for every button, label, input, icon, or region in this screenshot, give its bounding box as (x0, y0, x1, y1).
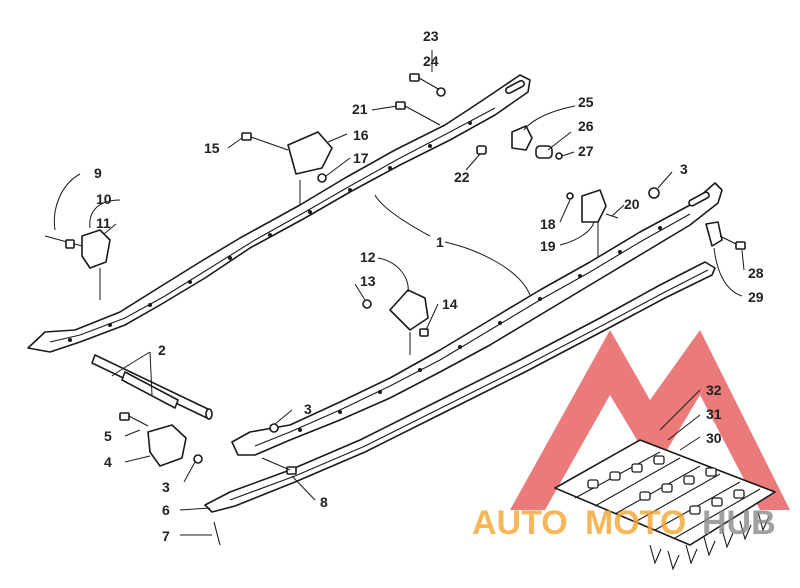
callout-13: 13 (360, 273, 376, 289)
cross-shafts (91, 354, 213, 420)
callout-32: 32 (706, 382, 722, 398)
wordmark-hub: HUB (702, 504, 776, 542)
callout-labels: 1 2 3 3 3 4 5 6 7 8 9 10 11 12 13 14 15 … (94, 28, 764, 544)
callout-16: 16 (353, 127, 369, 143)
callout-18: 18 (540, 216, 556, 232)
callout-5: 5 (104, 428, 112, 444)
callout-3c: 3 (162, 479, 170, 495)
callout-17: 17 (353, 150, 369, 166)
hyfax-wear-strip (204, 261, 716, 513)
callout-24: 24 (423, 53, 439, 69)
callout-3b: 3 (304, 401, 312, 417)
callout-30: 30 (706, 430, 722, 446)
automotohub-wordmark: AUTO MOTO HUB (472, 504, 776, 542)
callout-9: 9 (94, 165, 102, 181)
callout-26: 26 (578, 118, 594, 134)
lower-slide-rail (231, 182, 723, 456)
callout-8: 8 (320, 494, 328, 510)
logo-mountain-left (510, 330, 790, 510)
callout-10: 10 (96, 191, 112, 207)
callout-29: 29 (748, 289, 764, 305)
leader-lines (53, 50, 745, 536)
callout-22: 22 (454, 169, 470, 185)
callout-4: 4 (104, 454, 112, 470)
hardware-parts (44, 73, 746, 546)
callout-19: 19 (540, 238, 556, 254)
wordmark-auto: AUTO (472, 504, 568, 542)
callout-6: 6 (162, 502, 170, 518)
callout-21: 21 (352, 101, 368, 117)
callout-3a: 3 (680, 161, 688, 177)
callout-7: 7 (162, 528, 170, 544)
track-cleats (587, 455, 745, 515)
callout-27: 27 (578, 143, 594, 159)
track-lugs (649, 511, 770, 571)
wordmark-moto: MOTO (585, 504, 686, 542)
callout-31: 31 (706, 406, 722, 422)
callout-1: 1 (436, 234, 444, 250)
upper-slide-rail (27, 74, 531, 353)
track-belt (554, 439, 776, 571)
callout-12: 12 (360, 249, 376, 265)
callout-23: 23 (423, 28, 439, 44)
callout-14: 14 (442, 296, 458, 312)
callout-11: 11 (96, 215, 111, 231)
callout-25: 25 (578, 94, 594, 110)
callout-15: 15 (204, 140, 220, 156)
callout-28: 28 (748, 265, 764, 281)
callout-2: 2 (158, 342, 166, 358)
callout-20: 20 (624, 196, 640, 212)
